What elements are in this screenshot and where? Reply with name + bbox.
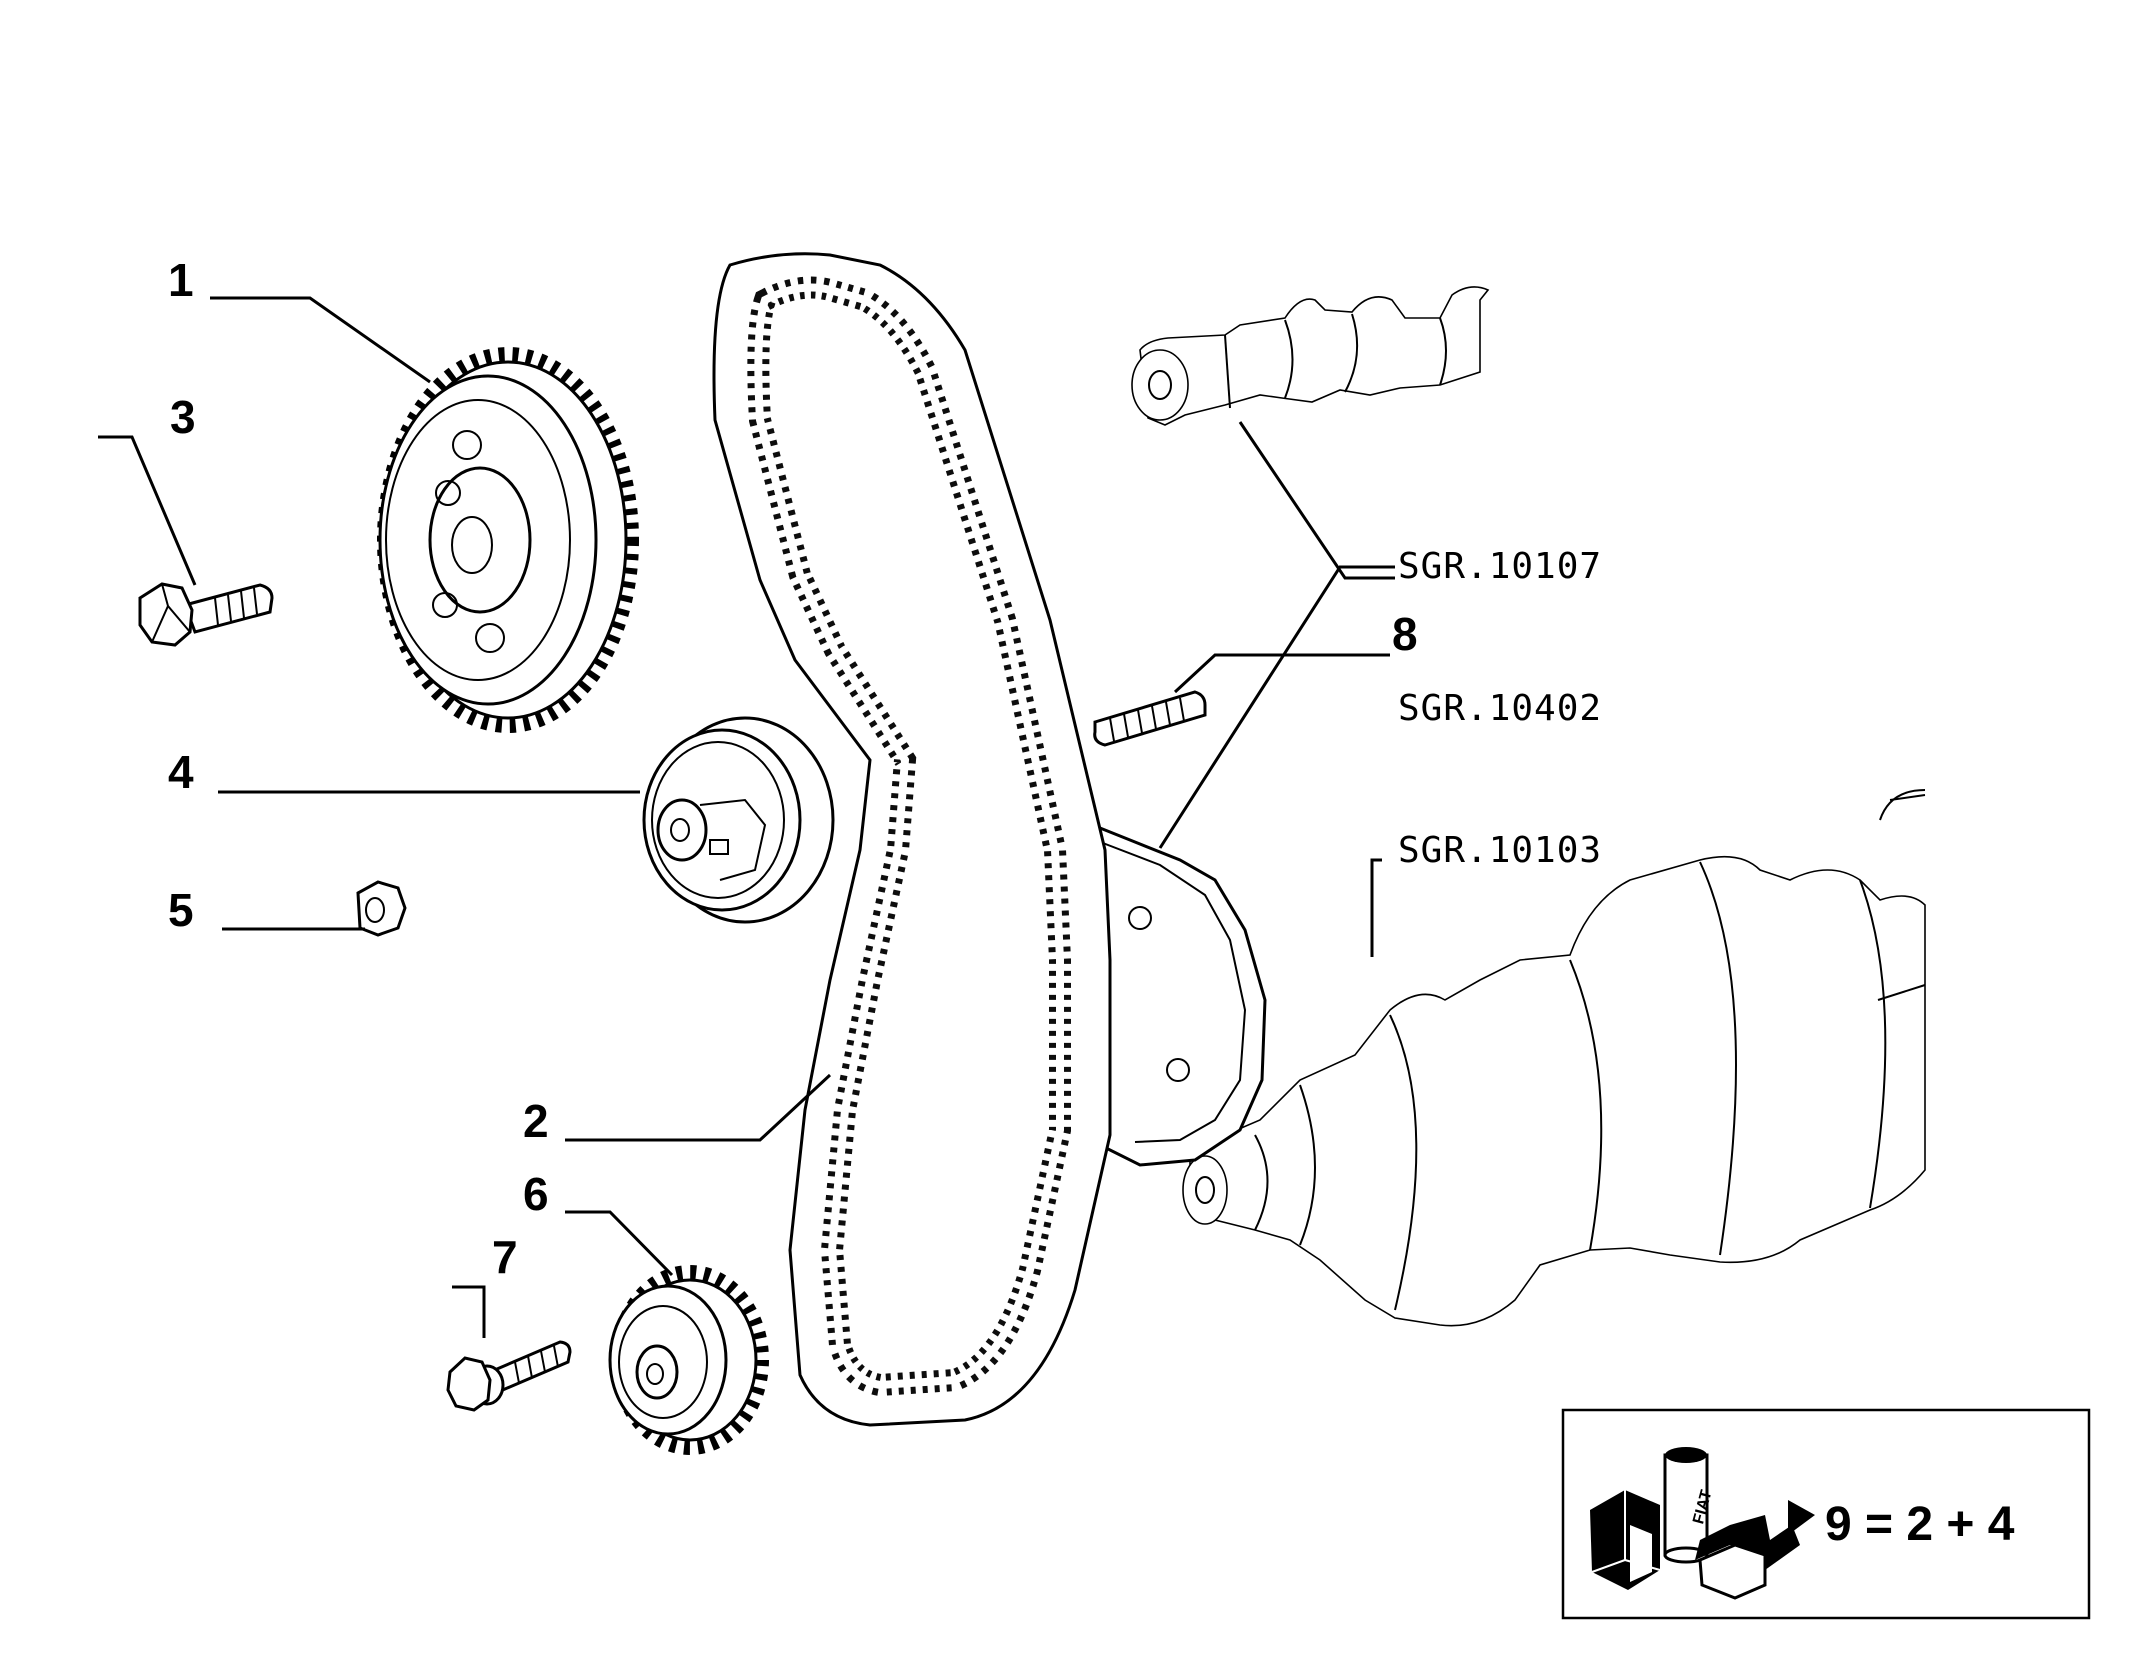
callout-1: 1 <box>168 254 194 306</box>
crankshaft-drawing <box>1182 789 1926 1327</box>
callout-2: 2 <box>523 1095 549 1147</box>
crankshaft-sprocket <box>608 1265 769 1455</box>
ref-label-camshaft: SGR.10107 <box>1398 546 1602 587</box>
callout-6: 6 <box>523 1168 549 1220</box>
flange-bolt <box>446 1340 572 1412</box>
hex-bolt <box>138 582 274 647</box>
camshaft-drawing <box>1131 286 1490 426</box>
callout-7: 7 <box>492 1231 518 1283</box>
timing-belt <box>712 252 1112 1427</box>
belt-tensioner <box>642 716 835 924</box>
hex-nut <box>356 880 407 937</box>
callout-3: 3 <box>170 391 196 443</box>
callout-5: 5 <box>168 884 194 936</box>
callout-8: 8 <box>1392 608 1418 660</box>
threaded-stud <box>1093 690 1207 747</box>
kit-box-icon: FIAT <box>1590 1447 1815 1600</box>
ref-label-pump: SGR.10402 <box>1398 688 1602 729</box>
ref-label-crankshaft: SGR.10103 <box>1398 830 1602 871</box>
kit-formula: 9 = 2 + 4 <box>1825 1498 2015 1551</box>
leader-lines <box>98 296 1395 1338</box>
kit-box: FIAT 9 = 2 + 4 <box>1561 1408 2091 1620</box>
callout-4: 4 <box>168 746 194 798</box>
camshaft-pulley <box>377 347 639 733</box>
